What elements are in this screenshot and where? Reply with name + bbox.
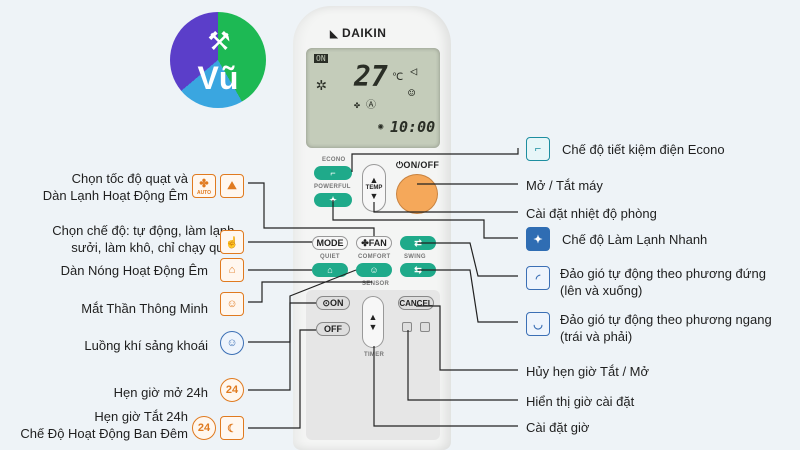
label-clock: Cài đặt giờ: [526, 420, 590, 435]
on-off-button[interactable]: [396, 174, 438, 214]
sensor-caption: SENSOR: [362, 281, 390, 287]
label-on-off: Mở / Tắt máy: [526, 178, 603, 193]
line-fan-speed: [248, 182, 375, 236]
clock-down-icon: ▼: [368, 322, 378, 332]
label-mode: Chọn chế độ: tự động, làm lạnh,sưởi, làm…: [52, 223, 238, 255]
label-cancel: Hủy hẹn giờ Tắt / Mở: [526, 364, 650, 379]
comfort-airflow-icon: ☺: [220, 331, 244, 355]
lcd-temperature: 27: [354, 60, 388, 93]
on-off-caption: ⏻ON/OFF: [396, 160, 440, 170]
swing-horizontal-icon: ◡: [526, 312, 550, 336]
line-clock: [373, 346, 518, 427]
daikin-logo-icon: ◣: [330, 29, 339, 40]
comfort-button[interactable]: ☺: [356, 263, 392, 277]
temp-down-icon: ▼: [369, 191, 379, 201]
label-swing-vertical: Đảo gió tự động theo phương đứng(lên và …: [560, 266, 766, 298]
timer-on-24h-icon: 24: [220, 378, 244, 402]
lcd-fan-icon: ✤ Ⓐ: [354, 100, 377, 111]
powerful-caption: POWERFUL: [314, 184, 351, 190]
label-temp: Cài đặt nhiệt độ phòng: [526, 206, 657, 221]
line-smart-eye: [248, 281, 372, 303]
quiet-button[interactable]: ⌂: [312, 263, 348, 277]
lcd-unit: ℃: [392, 72, 404, 83]
fan-icon: ✤: [199, 177, 209, 190]
smart-eye-icon: ☺: [220, 292, 244, 316]
mode-button[interactable]: MODE: [312, 236, 348, 250]
line-swing-v: [418, 242, 518, 277]
lcd-clock-icon: ◉: [378, 122, 384, 132]
econo-caption: ECONO: [322, 157, 346, 163]
line-comfort: [248, 269, 357, 343]
line-swing-h: [418, 269, 518, 323]
label-econo: Chế độ tiết kiệm điện Econo: [562, 142, 725, 157]
line-econo: [351, 148, 519, 172]
label-powerful: Chế độ Làm Lạnh Nhanh: [562, 232, 708, 247]
lcd-display: ON ✲ 27 ℃ ✤ Ⓐ ◁ ☺ ◉ 10:00: [306, 48, 440, 148]
indoor-quiet-icon: ⛰: [220, 174, 244, 198]
line-cancel: [416, 305, 518, 371]
timer-off-24h-icon: 24: [192, 416, 216, 440]
line-display: [407, 330, 518, 401]
label-swing-horizontal: Đảo gió tự động theo phương ngang(trái v…: [560, 312, 772, 344]
brand-logo: ⚒ Vũ: [170, 12, 266, 108]
timer-on-button[interactable]: ⊙ON: [316, 296, 350, 310]
lcd-on-indicator: ON: [314, 54, 328, 63]
logo-text: Vũ: [197, 60, 239, 96]
powerful-icon: ✦: [526, 227, 550, 251]
quiet-caption: QUIET: [320, 254, 340, 260]
lcd-person-icon: ☺: [408, 86, 416, 100]
line-powerful: [332, 200, 518, 239]
comfort-caption: COMFORT: [358, 254, 391, 260]
fan-auto-icon: ✤AUTO: [192, 174, 216, 198]
lcd-clock: 10:00: [390, 118, 436, 136]
line-timer-on: [248, 302, 316, 391]
label-outdoor-quiet: Dàn Nóng Hoạt Động Êm: [60, 263, 208, 278]
mode-hand-icon: ☝: [220, 230, 244, 254]
clock-up-icon: ▲: [368, 312, 378, 322]
label-display: Hiển thị giờ cài đặt: [526, 394, 635, 409]
swing-caption: SWING: [404, 254, 426, 260]
lcd-swing-icon: ◁: [410, 64, 418, 78]
display-button-2[interactable]: [420, 322, 430, 332]
label-smart-eye: Mắt Thần Thông Minh: [81, 301, 208, 316]
econo-icon: ⌐: [526, 137, 550, 161]
swing-vertical-icon: ◜: [526, 266, 550, 290]
lcd-snow-icon: ✲: [316, 74, 327, 95]
night-mode-icon: ☾: [220, 416, 244, 440]
timer-off-button[interactable]: OFF: [316, 322, 350, 336]
line-timer-off: [248, 329, 316, 429]
temp-up-icon: ▲: [369, 175, 379, 185]
label-timer-on: Hẹn giờ mở 24h: [113, 385, 208, 400]
fan-button[interactable]: ✤FAN: [356, 236, 392, 250]
logo-figure-icon: ⚒: [207, 26, 231, 56]
outdoor-quiet-icon: ⌂: [220, 258, 244, 282]
label-comfort-airflow: Luồng khí sảng khoái: [84, 338, 208, 353]
clock-set-button[interactable]: ▲ ▼: [362, 296, 384, 348]
econo-button[interactable]: ⌐: [314, 166, 352, 180]
line-temp: [373, 202, 518, 213]
brand-name: ◣ DAIKIN: [330, 26, 387, 40]
display-button[interactable]: [402, 322, 412, 332]
